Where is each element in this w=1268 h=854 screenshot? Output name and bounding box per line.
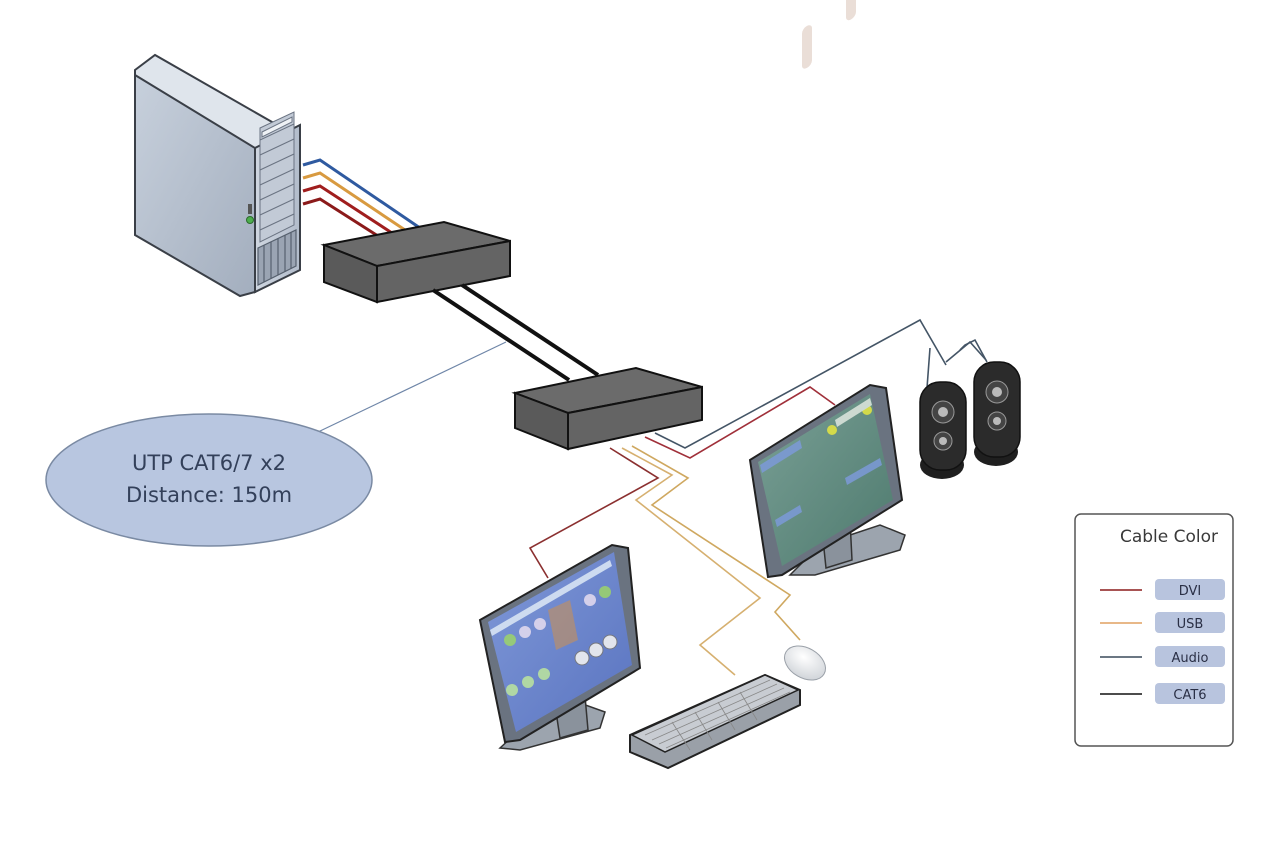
legend-label-dvi: DVI: [1179, 584, 1202, 599]
legend-item-cat6: CAT6: [1100, 683, 1225, 704]
legend-label-audio: Audio: [1172, 651, 1209, 666]
monitor-2: [748, 0, 906, 579]
audio-cables: [654, 318, 988, 449]
monitor-1: [478, 543, 642, 751]
speaker-right: [973, 361, 1021, 466]
keyboard: [629, 673, 801, 770]
legend-item-dvi: DVI: [1100, 579, 1225, 600]
cable-color-legend: Cable Color DVI USB Audio CAT6: [1074, 513, 1234, 747]
cat6-cables: [431, 283, 600, 382]
pc-cables: [302, 158, 421, 238]
legend-label-cat6: CAT6: [1173, 688, 1206, 703]
legend-item-audio: Audio: [1100, 646, 1225, 667]
power-led-icon: [246, 216, 254, 224]
mouse: [784, 645, 826, 681]
kvm-transmitter: [320, 220, 511, 304]
usb-cables: [621, 445, 801, 676]
callout-line2: Distance: 150m: [126, 483, 292, 507]
dvi-cable-monitor2: [644, 386, 836, 459]
callout-pointer: [317, 341, 507, 433]
kvm-receiver: [511, 366, 703, 451]
legend-label-usb: USB: [1177, 617, 1204, 632]
speaker-left: [919, 381, 967, 479]
legend-title: Cable Color: [1120, 527, 1218, 547]
callout-line1: UTP CAT6/7 x2: [132, 451, 286, 475]
distance-callout: UTP CAT6/7 x2 Distance: 150m: [45, 413, 373, 547]
dvi-cable-monitor1: [528, 447, 660, 579]
legend-item-usb: USB: [1100, 612, 1225, 633]
speakers: [919, 361, 1021, 479]
pc-tower: [134, 53, 301, 298]
